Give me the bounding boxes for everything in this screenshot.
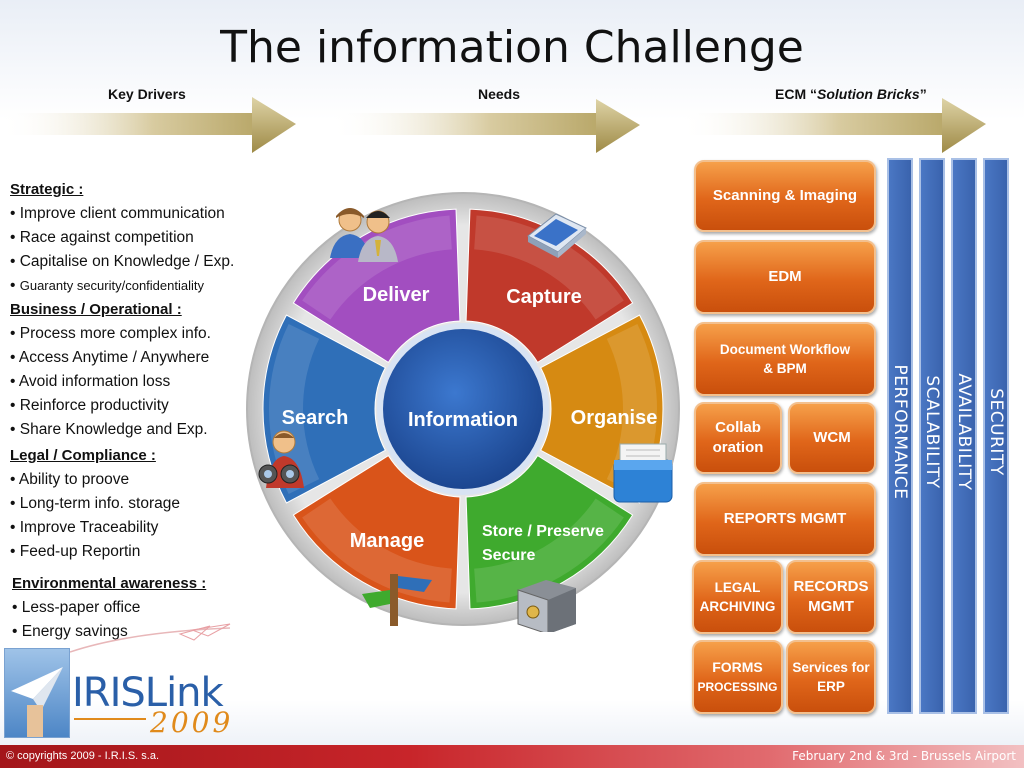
strategic-heading: Strategic : <box>10 181 84 198</box>
business-item: • Access Anytime / Anywhere <box>10 349 210 366</box>
arrow-label-key-drivers: Key Drivers <box>108 86 186 102</box>
pillar-availability: AVAILABILITY <box>951 158 977 714</box>
footer-copyright: © copyrights 2009 - I.R.I.S. s.a. <box>6 750 160 762</box>
legal-heading: Legal / Compliance : <box>10 447 156 464</box>
slide-title: The information Challenge <box>220 22 804 73</box>
bullet: • <box>10 277 20 294</box>
arrow-key-drivers <box>0 97 296 153</box>
brick-document-workflow: Document Workflow & BPM <box>694 322 876 396</box>
center-label: Information <box>408 409 518 431</box>
segment-label-search: Search <box>282 407 349 429</box>
binoculars-user-icon <box>258 430 304 488</box>
segment-highlight-store <box>474 498 624 603</box>
brick-reports-mgmt: REPORTS MGMT <box>694 482 876 556</box>
brick-forms-line2: PROCESSING <box>697 680 778 694</box>
logo-brand: IRISLink <box>72 670 224 716</box>
business-item: • Reinforce productivity <box>10 397 169 414</box>
brick-erp-line1: Services for <box>792 660 870 675</box>
strategic-item: • Improve client communication <box>10 205 225 222</box>
logo-underline <box>74 718 146 720</box>
segment-store <box>465 454 634 610</box>
segment-label-store-2: Secure <box>482 547 535 564</box>
key-drivers-list: Strategic : • Improve client communicati… <box>10 178 290 644</box>
pillar-label: PERFORMANCE <box>890 364 910 500</box>
signpost-icon <box>362 574 432 626</box>
file-box-icon <box>613 443 673 503</box>
environmental-item: • Energy savings <box>12 623 128 640</box>
brick-services-erp: Services for ERP <box>786 640 876 714</box>
brick-records-line2: MGMT <box>808 598 854 615</box>
arrow-label-needs: Needs <box>478 86 521 102</box>
segment-label-manage: Manage <box>350 530 424 552</box>
legal-item: • Improve Traceability <box>10 519 159 536</box>
footer-bar: © copyrights 2009 - I.R.I.S. s.a. Februa… <box>0 745 1024 768</box>
legal-item: • Long-term info. storage <box>10 495 180 512</box>
brick-legal-line1: LEGAL <box>714 580 761 595</box>
solution-bricks-suffix: ” <box>919 86 927 102</box>
brick-records-mgmt: RECORDS MGMT <box>786 560 876 634</box>
arrow-label-solution-bricks: ECM “Solution Bricks” <box>775 86 927 102</box>
brick-erp-line2: ERP <box>817 679 845 694</box>
business-heading: Business / Operational : <box>10 301 182 318</box>
segment-capture <box>465 208 634 364</box>
safe-icon <box>517 580 576 632</box>
segment-label-store-1: Store / Preserve <box>482 523 604 540</box>
brick-legal-archiving: LEGAL ARCHIVING <box>692 560 783 634</box>
pillar-performance: PERFORMANCE <box>887 158 913 714</box>
paper-plane-icon <box>11 667 63 737</box>
logo-year: 2009 <box>150 706 234 739</box>
scanner-icon <box>527 213 587 258</box>
brick-forms-processing: FORMS PROCESSING <box>692 640 783 714</box>
segment-highlight-deliver <box>302 215 452 320</box>
segment-label-capture: Capture <box>506 286 582 308</box>
information-wheel: Deliver Capture Organise Store / Preserv… <box>246 192 680 632</box>
irislink-logo: IRISLink 2009 <box>4 648 244 740</box>
segment-label-organise: Organise <box>571 407 658 429</box>
brick-workflow-line1: Document Workflow <box>719 342 851 357</box>
pillar-label: AVAILABILITY <box>954 373 974 491</box>
brick-collaboration: Collab oration <box>694 402 782 474</box>
wheel-core <box>383 329 543 489</box>
legal-item: • Feed-up Reportin <box>10 543 141 560</box>
footer-event: February 2nd & 3rd - Brussels Airport <box>792 749 1016 763</box>
pillar-security: SECURITY <box>983 158 1009 714</box>
segment-manage <box>292 454 461 610</box>
business-item: • Process more complex info. <box>10 325 211 342</box>
strategic-item-small: • Guaranty security/confidentiality <box>10 274 290 298</box>
brick-collab-line1: Collab <box>715 419 761 436</box>
brick-records-line1: RECORDS <box>793 578 869 595</box>
pillar-label: SECURITY <box>986 388 1006 476</box>
people-icon <box>330 208 398 262</box>
solution-bricks-prefix: ECM “ <box>775 86 817 102</box>
paper-plane-trails <box>70 623 231 653</box>
pillar-scalability: SCALABILITY <box>919 158 945 714</box>
brick-wcm: WCM <box>788 402 876 474</box>
brick-scanning-imaging: Scanning & Imaging <box>694 160 876 232</box>
brick-legal-line2: ARCHIVING <box>699 599 776 614</box>
process-arrows <box>0 97 986 153</box>
business-item: • Avoid information loss <box>10 373 171 390</box>
business-item: • Share Knowledge and Exp. <box>10 421 208 438</box>
segment-search <box>262 314 386 504</box>
segment-label-deliver: Deliver <box>363 284 430 306</box>
pillar-label: SCALABILITY <box>922 375 942 489</box>
segment-highlight-manage <box>302 498 452 603</box>
environmental-heading: Environmental awareness : <box>12 575 207 592</box>
logo-photo <box>4 648 70 738</box>
environmental-item: • Less-paper office <box>12 599 141 616</box>
brick-forms-line1: FORMS <box>712 659 763 675</box>
small-item-text: Guaranty security/confidentiality <box>19 278 204 293</box>
brick-edm: EDM <box>694 240 876 314</box>
arrow-solution-bricks <box>680 98 986 153</box>
arrow-needs <box>330 99 640 153</box>
strategic-item: • Race against competition <box>10 229 194 246</box>
brick-collab-line2: oration <box>712 439 764 456</box>
segment-highlight-capture <box>474 215 624 320</box>
segment-deliver <box>292 208 461 364</box>
solution-bricks-italic: Solution Bricks <box>817 86 920 102</box>
brick-workflow-line2: & BPM <box>763 361 807 376</box>
legal-item: • Ability to proove <box>10 471 130 488</box>
wheel-segments <box>262 208 664 610</box>
strategic-item: • Capitalise on Knowledge / Exp. <box>10 253 235 270</box>
